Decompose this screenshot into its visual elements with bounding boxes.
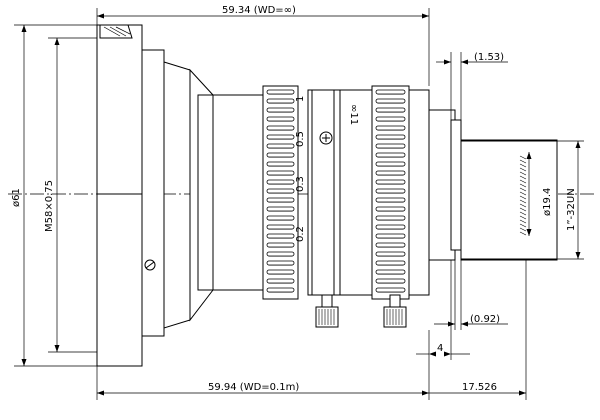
dim-mount-diameter-label: ø19.4	[542, 188, 553, 216]
dim-flange-gap-bottom-label: (0.92)	[470, 314, 500, 325]
focus-scale-label: 0.5	[295, 131, 306, 147]
dim-flange-back: 17.526	[429, 260, 527, 400]
dim-mount-diameter: ø19.4	[526, 152, 553, 236]
dim-top-length: 59.34 (WD=∞)	[96, 5, 430, 86]
mount-flange	[428, 109, 558, 261]
dim-overall-diameter: ø61	[11, 24, 97, 367]
barrel-screw-icon	[144, 259, 156, 271]
dim-flange-back-label: 17.526	[462, 382, 497, 393]
dim-filter-thread: M58×0.75	[44, 37, 97, 353]
focus-ring	[212, 85, 299, 300]
focus-scale-label: 1	[295, 96, 306, 102]
front-barrel	[96, 24, 214, 367]
dim-flange-thickness-label: 4	[437, 343, 443, 354]
dim-flange-gap-top: (1.53)	[436, 52, 508, 140]
dim-mount-thread-label: 1”-32UN	[566, 188, 577, 231]
lock-screw-icon	[319, 131, 333, 145]
dim-top-length-label: 59.34 (WD=∞)	[222, 5, 296, 16]
mount-thread-hatch	[519, 155, 527, 236]
lock-knob-left	[315, 294, 339, 328]
dim-mount-thread: 1”-32UN	[557, 140, 584, 260]
aperture-mark: ∞11	[348, 104, 359, 125]
dim-flange-gap-bottom: (0.92)	[434, 260, 508, 330]
focus-scale-label: 0.2	[295, 226, 306, 242]
lock-knob-right	[383, 294, 407, 328]
dim-bottom-length-label: 59.94 (WD=0.1m)	[208, 382, 299, 393]
middle-barrel: ∞11	[307, 89, 373, 296]
dim-overall-diameter-label: ø61	[11, 188, 22, 207]
aperture-ring	[371, 85, 430, 300]
focus-scale: 1 0.5 0.3 0.2	[295, 96, 306, 242]
dim-flange-thickness: 4	[416, 260, 470, 360]
dim-flange-gap-top-label: (1.53)	[474, 52, 504, 63]
dim-filter-thread-label: M58×0.75	[44, 180, 55, 232]
dim-bottom-length: 59.94 (WD=0.1m)	[96, 330, 430, 400]
focus-scale-label: 0.3	[295, 176, 306, 192]
